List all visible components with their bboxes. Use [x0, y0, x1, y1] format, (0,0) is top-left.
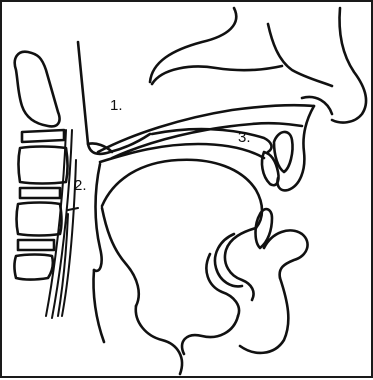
tongue: [94, 160, 262, 306]
orbit-curve: [152, 66, 282, 84]
skull-base: [78, 8, 282, 154]
nose-outline: [332, 8, 366, 122]
nasal-bridge: [268, 24, 332, 86]
vertebra-3: [17, 203, 62, 236]
hard-palate-lower: [152, 129, 271, 152]
cranial-upper-curve: [150, 8, 236, 82]
label-3: 3.: [238, 129, 251, 146]
upper-lip-teeth: [262, 106, 314, 190]
intervertebral-disc-2: [20, 188, 60, 198]
lower-lip: [264, 230, 308, 278]
tongue-dorsum: [102, 160, 262, 228]
label-2: 2.: [74, 177, 87, 194]
mandible-front: [225, 228, 256, 300]
label-1: 1.: [110, 97, 123, 114]
tongue-base: [102, 208, 139, 306]
lower-jaw: [206, 209, 307, 353]
pharynx-lower: [93, 270, 104, 342]
intervertebral-disc-1: [22, 130, 64, 142]
vertebra-4: [15, 255, 53, 280]
vertebra-2: [19, 147, 68, 184]
anterior-neck: [182, 316, 238, 354]
neck: [93, 270, 238, 374]
lower-incisor: [256, 209, 273, 248]
upper-lip: [277, 106, 314, 190]
larynx-curve: [136, 306, 182, 374]
oropharynx-back: [94, 164, 102, 271]
chin-outline: [240, 278, 288, 353]
vertebral-column: [15, 52, 79, 318]
intervertebral-disc-3: [18, 240, 54, 250]
vertebra-top: [15, 52, 60, 127]
